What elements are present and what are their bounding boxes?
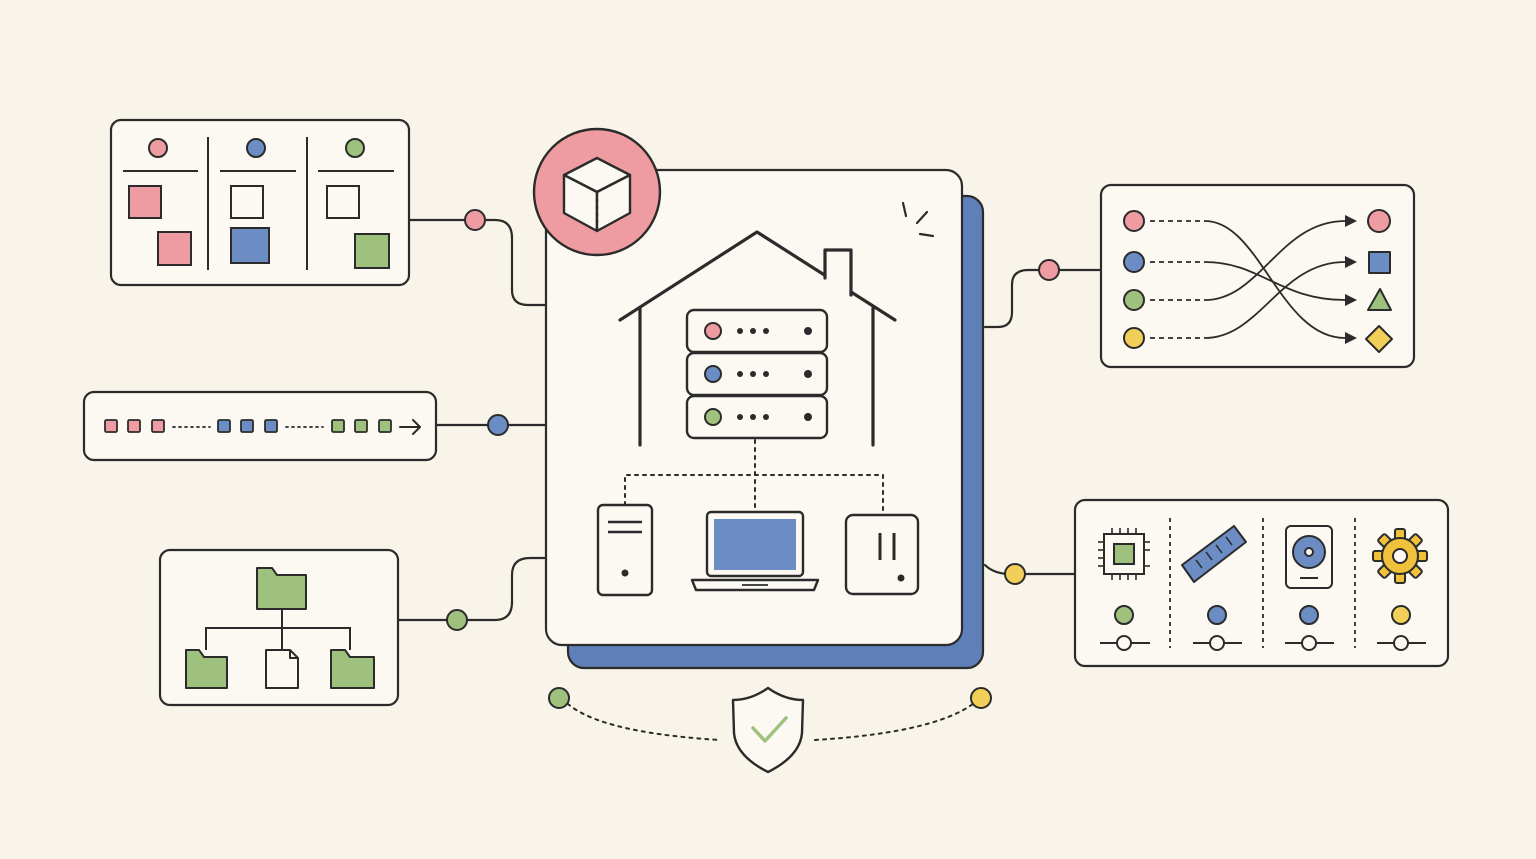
task-card — [354, 233, 390, 269]
dot-yellow — [1004, 563, 1026, 585]
dot-green — [446, 609, 468, 631]
house-icon — [618, 230, 897, 447]
hardware-panel — [1073, 498, 1450, 668]
hardware-sliders — [1100, 635, 1426, 651]
slider-knob — [1301, 635, 1317, 651]
server-rack-icon — [685, 308, 829, 440]
gear-icon — [1372, 528, 1428, 584]
crossed-routing-panel — [1099, 183, 1416, 369]
status-dot-green — [1114, 605, 1134, 625]
security-arc — [548, 686, 992, 774]
network-lines — [624, 439, 884, 513]
status-dot-yellow — [1391, 605, 1411, 625]
slider-knob — [1393, 635, 1409, 651]
dot-blue — [487, 414, 509, 436]
dot-red — [1038, 259, 1060, 281]
folder-icon — [330, 649, 375, 689]
cube-icon — [562, 156, 632, 233]
central-card — [544, 168, 985, 670]
input-blue — [1123, 251, 1145, 273]
dot-red — [464, 209, 486, 231]
server-unit — [685, 394, 829, 440]
connector-files — [396, 556, 550, 622]
connector-dots — [446, 209, 1060, 631]
pipeline-queue-panel — [82, 390, 438, 462]
cube-badge — [532, 127, 662, 257]
connectors — [396, 218, 1103, 622]
shield-check-icon — [731, 686, 805, 774]
task-card — [128, 185, 162, 219]
status-dot-blue — [1207, 605, 1227, 625]
server-led-red — [704, 322, 722, 340]
column-marker-blue — [246, 138, 266, 158]
server-led-green — [704, 408, 722, 426]
slider-knob — [1116, 635, 1132, 651]
folder-icon — [256, 567, 307, 610]
hard-drive-icon — [1285, 525, 1333, 589]
input-red — [1123, 210, 1145, 232]
file-icon — [265, 649, 299, 689]
connector-hardware — [983, 563, 1077, 576]
input-green — [1123, 289, 1145, 311]
column-marker-green — [345, 138, 365, 158]
task-card — [230, 227, 270, 264]
laptop-icon — [690, 510, 820, 592]
cpu-chip-icon — [1098, 528, 1150, 580]
connector-routing — [983, 268, 1103, 329]
desktop-tower-icon — [596, 503, 654, 597]
task-card — [157, 231, 192, 266]
nas-device-icon — [844, 513, 920, 596]
sparkle-icon — [901, 201, 935, 238]
connector-board — [408, 218, 550, 307]
arrow-right-icon — [399, 419, 421, 435]
output-square — [1368, 251, 1391, 274]
dot-yellow — [970, 687, 992, 709]
folder-tree-panel — [158, 548, 400, 707]
dot-green — [548, 687, 570, 709]
output-diamond — [1365, 325, 1393, 353]
task-card — [326, 185, 360, 219]
folder-icon — [185, 649, 228, 689]
input-yellow — [1123, 327, 1145, 349]
column-marker-red — [148, 138, 168, 158]
server-led-blue — [704, 365, 722, 383]
output-triangle — [1367, 288, 1392, 311]
kanban-board-panel — [109, 118, 411, 287]
ram-module-icon — [1181, 525, 1247, 583]
slider-knob — [1209, 635, 1225, 651]
status-dot-blue — [1299, 605, 1319, 625]
task-card — [230, 185, 264, 219]
output-circle — [1367, 209, 1391, 233]
